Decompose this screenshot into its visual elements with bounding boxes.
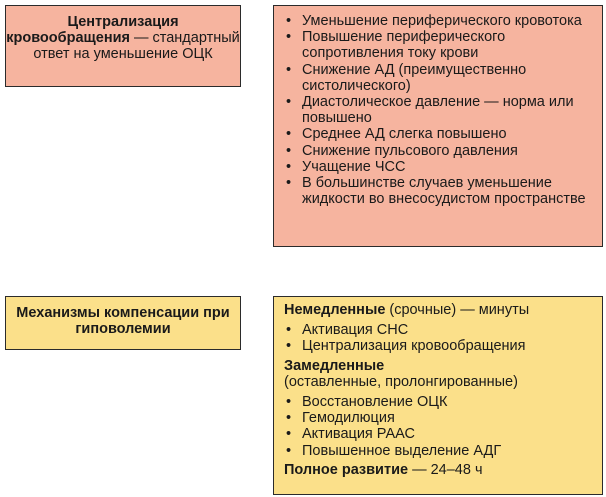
bullet-icon: • xyxy=(286,442,292,459)
immediate-heading: Немедленные (срочные) — минуты xyxy=(284,302,530,318)
mechanisms-box: Механизмы компенсации при гиповолемии xyxy=(5,296,241,350)
list-item: •Уменьшение периферического кровотока xyxy=(286,13,582,29)
centralization-effects-list: •Уменьшение периферического кровотока •П… xyxy=(284,13,594,207)
list-item: •Активация РААС xyxy=(286,426,416,443)
bullet-icon: • xyxy=(286,410,292,427)
centralization-subtitle: — стандартный ответ на уменьшение ОЦК xyxy=(33,30,240,62)
bullet-icon: • xyxy=(286,29,292,46)
list-item: •Снижение пульсового давления xyxy=(286,142,518,159)
centralization-box: Централизация кровообращения — стандартн… xyxy=(5,5,241,87)
bullet-icon: • xyxy=(286,142,292,159)
bullet-icon: • xyxy=(286,13,292,29)
bullet-icon: • xyxy=(286,338,292,355)
bullet-icon: • xyxy=(286,175,292,192)
list-item: •Гемодилюция xyxy=(286,410,395,427)
list-item: •Диастолическое давление — норма или пов… xyxy=(286,94,574,127)
list-item: •Снижение АД (преимущественно систоличес… xyxy=(286,61,527,94)
bullet-icon: • xyxy=(286,94,292,111)
bullet-icon: • xyxy=(286,158,292,175)
delayed-heading: Замедленные (оставленные, пролонгированн… xyxy=(284,357,518,390)
mechanisms-details-box: Немедленные (срочные) — минуты •Активаци… xyxy=(273,296,603,495)
mechanisms-title: Механизмы компенсации при гиповолемии xyxy=(16,305,230,337)
bullet-icon: • xyxy=(286,426,292,443)
centralization-effects-box: •Уменьшение периферического кровотока •П… xyxy=(273,5,603,247)
list-item: •Повышение периферического сопротивления… xyxy=(286,29,506,62)
bullet-icon: • xyxy=(286,322,292,339)
list-item: •Среднее АД слегка повышено xyxy=(286,126,507,143)
list-item: •Активация СНС xyxy=(286,322,409,339)
list-item: •В большинстве случаев уменьшение жидкос… xyxy=(286,175,586,208)
bullet-icon: • xyxy=(286,126,292,143)
list-item: •Учащение ЧСС xyxy=(286,158,406,175)
list-item: •Восстановление ОЦК xyxy=(286,394,448,411)
full-development-line: Полное развитие — 24–48 ч xyxy=(284,461,483,478)
bullet-icon: • xyxy=(286,61,292,78)
centralization-title: Централизация кровообращения xyxy=(6,14,179,46)
bullet-icon: • xyxy=(286,394,292,411)
list-item: •Повышенное выделение АДГ xyxy=(286,442,502,459)
immediate-list: •Активация СНС •Централизация кровообращ… xyxy=(284,322,594,354)
delayed-list: •Восстановление ОЦК •Гемодилюция •Актива… xyxy=(284,394,594,459)
list-item: •Централизация кровообращения xyxy=(286,338,526,355)
